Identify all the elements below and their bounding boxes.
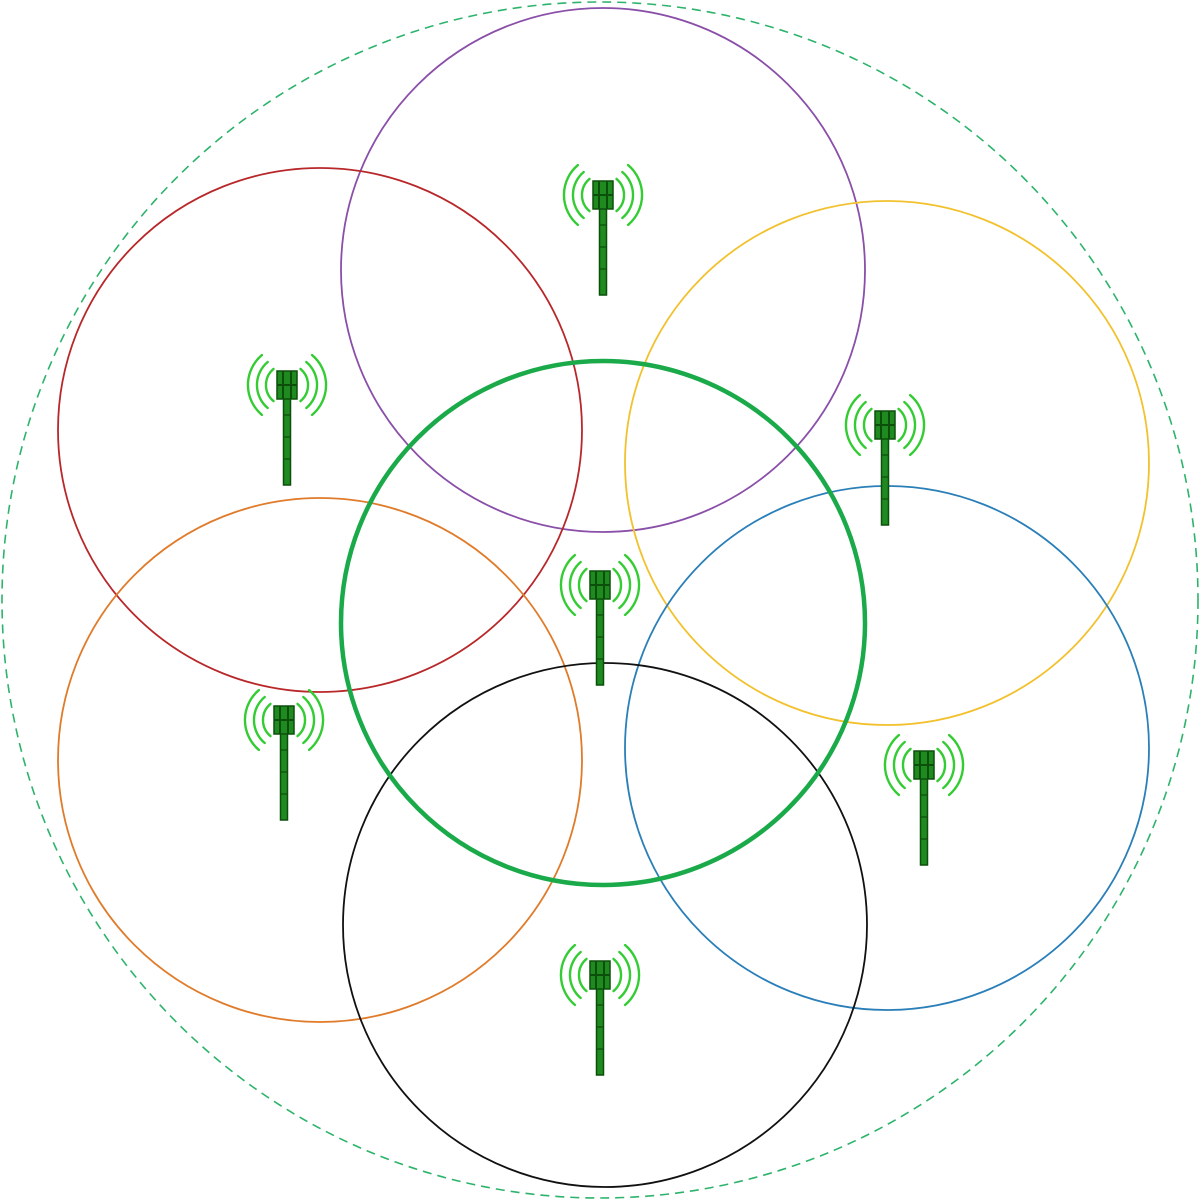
- cell-circle-top: [340, 7, 866, 533]
- cell-circle-center: [338, 358, 868, 888]
- cell-tower-icon: [562, 163, 644, 296]
- cell-tower-icon: [246, 353, 328, 486]
- signal-waves-icon: [559, 553, 641, 617]
- cell-tower-icon: [559, 553, 641, 686]
- cell-towers: [243, 163, 965, 1076]
- cell-circle-lower-right: [624, 485, 1150, 1011]
- cell-circle-upper-left: [57, 167, 583, 693]
- cell-circle-lower-left: [57, 497, 583, 1023]
- signal-waves-icon: [562, 163, 644, 227]
- signal-waves-icon: [246, 353, 328, 417]
- signal-waves-icon: [559, 943, 641, 1007]
- signal-waves-icon: [883, 733, 965, 797]
- signal-waves-icon: [844, 393, 926, 457]
- cell-circles: [57, 7, 1150, 1188]
- signal-waves-icon: [243, 688, 325, 752]
- cell-tower-icon: [844, 393, 926, 526]
- cell-tower-icon: [559, 943, 641, 1076]
- cell-circle-upper-right: [624, 200, 1150, 726]
- cell-tower-icon: [883, 733, 965, 866]
- cell-tower-icon: [243, 688, 325, 821]
- cell-circle-bottom: [342, 662, 868, 1188]
